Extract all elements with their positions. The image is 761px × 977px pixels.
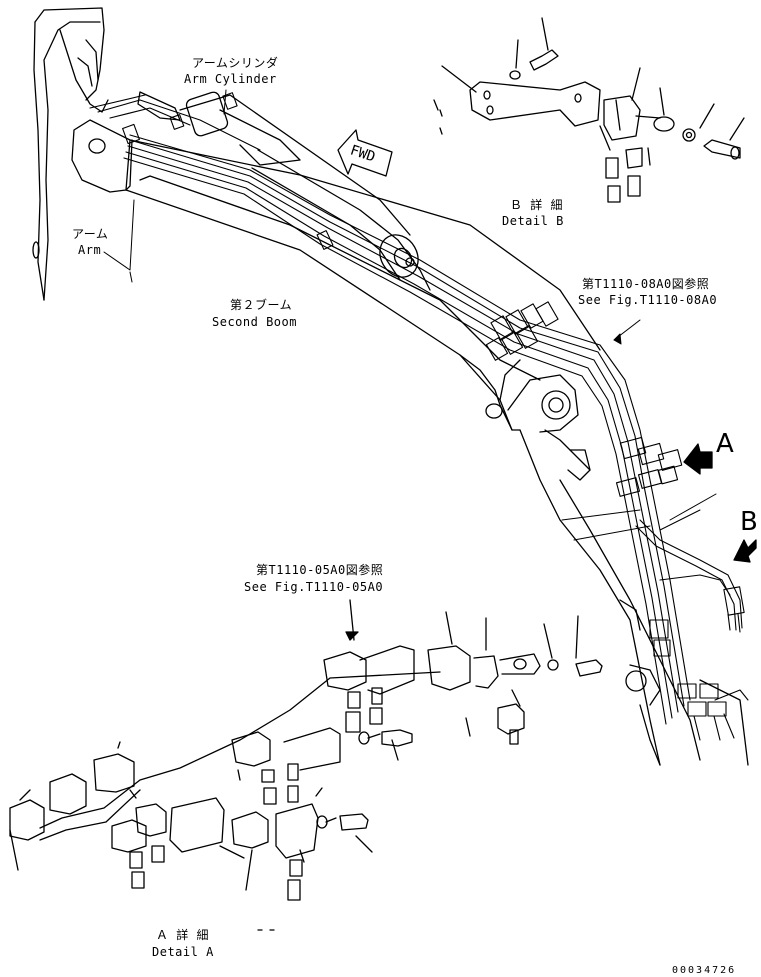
arrow-a <box>683 443 713 475</box>
label-leaders <box>103 89 717 541</box>
second-boom <box>125 139 749 766</box>
arm-cylinder <box>137 91 431 291</box>
second-boom-label-en: Second Boom <box>212 315 297 329</box>
arm-label-en: Arm <box>78 243 102 257</box>
detail-a-label-jp: Ａ 詳 細 <box>156 928 209 942</box>
arm-cylinder-label-en: Arm Cylinder <box>184 72 277 86</box>
ref-05a0-label-en: See Fig.T1110-05A0 <box>244 580 384 594</box>
drawing-number: 00034726 <box>672 965 737 976</box>
marker-a: A <box>716 429 735 459</box>
detail-b-label-jp: Ｂ 詳 細 <box>510 198 563 212</box>
detail-b <box>433 17 745 203</box>
second-boom-label-jp: 第２ブーム <box>230 298 293 312</box>
ref-08a0-label-jp: 第T1110-08A0図参照 <box>582 277 710 291</box>
detail-a-label-en: Detail A <box>152 945 214 959</box>
arm-structure <box>32 7 133 301</box>
marker-b: B <box>740 507 759 537</box>
ref-08a0-label-en: See Fig.T1110-08A0 <box>578 293 718 307</box>
arm-label-jp: アーム <box>72 227 109 241</box>
arm-cylinder-label-jp: アームシリンダ <box>192 56 279 70</box>
ref-05a0-label-jp: 第T1110-05A0図参照 <box>256 563 384 577</box>
detail-b-label-en: Detail B <box>502 214 564 228</box>
detail-a <box>9 599 603 931</box>
fwd-arrow <box>337 129 393 177</box>
arrow-b <box>733 539 757 563</box>
hose-bundle <box>89 92 749 741</box>
